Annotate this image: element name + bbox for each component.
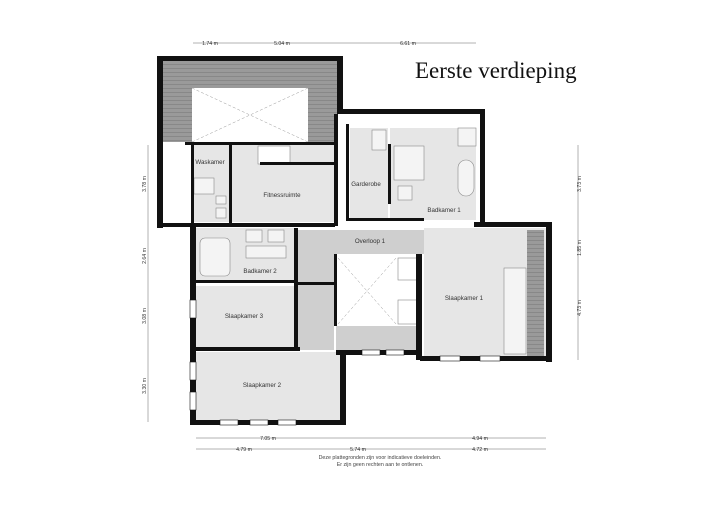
- windows: [189, 299, 501, 426]
- right-roof-strip: [527, 230, 544, 356]
- room-label-overloop1: Overloop 1: [355, 238, 386, 245]
- room-label-garderobe: Garderobe: [351, 181, 381, 188]
- dim-left-3: 3.08 m: [142, 308, 148, 324]
- disclaimer: Deze plattegronden zijn voor indicatieve…: [300, 455, 460, 468]
- dim-left-4: 3.30 m: [142, 378, 148, 394]
- bath-fixtures: [193, 127, 527, 355]
- dim-left-1: 3.78 m: [142, 176, 148, 192]
- slaapkamer3-floor: [196, 286, 294, 348]
- dim-left-2: 2.64 m: [142, 248, 148, 264]
- slaapkamer2-floor: [196, 352, 340, 422]
- dim-bottom-2: 4.94 m: [472, 436, 488, 442]
- room-label-slaapkamer1: Slaapkamer 1: [445, 295, 484, 302]
- room-label-badkamer1: Badkamer 1: [427, 207, 461, 214]
- room-label-waskamer: Waskamer: [195, 159, 224, 166]
- dim-bottom-5: 4.72 m: [472, 447, 488, 453]
- room-label-badkamer2: Badkamer 2: [243, 268, 277, 275]
- dimension-lines: [147, 42, 579, 450]
- dim-right-2: 1.85 m: [577, 240, 583, 256]
- dim-top-3: 6.61 m: [400, 41, 416, 47]
- dim-top-1: 1.74 m: [202, 41, 218, 47]
- roof-area: [163, 60, 337, 143]
- dim-right-3: 4.73 m: [577, 300, 583, 316]
- dim-bottom-1: 7.05 m: [260, 436, 276, 442]
- dim-right-1: 3.73 m: [577, 176, 583, 192]
- disclaimer-line-1: Deze plattegronden zijn voor indicatieve…: [318, 455, 442, 461]
- room-label-slaapkamer3: Slaapkamer 3: [225, 313, 264, 320]
- dim-bottom-3: 4.79 m: [236, 447, 252, 453]
- floor-title: Eerste verdieping: [415, 58, 577, 83]
- room-label-slaapkamer2: Slaapkamer 2: [243, 382, 282, 389]
- dim-bottom-4: 5.74 m: [350, 447, 366, 453]
- dim-top-2: 5.04 m: [274, 41, 290, 47]
- stair-void: [257, 145, 421, 325]
- room-label-fitnessruimte: Fitnessruimte: [263, 192, 301, 199]
- overloop-corridor: [298, 230, 424, 350]
- disclaimer-line-2: Er zijn geen rechten aan te ontlenen.: [336, 461, 424, 468]
